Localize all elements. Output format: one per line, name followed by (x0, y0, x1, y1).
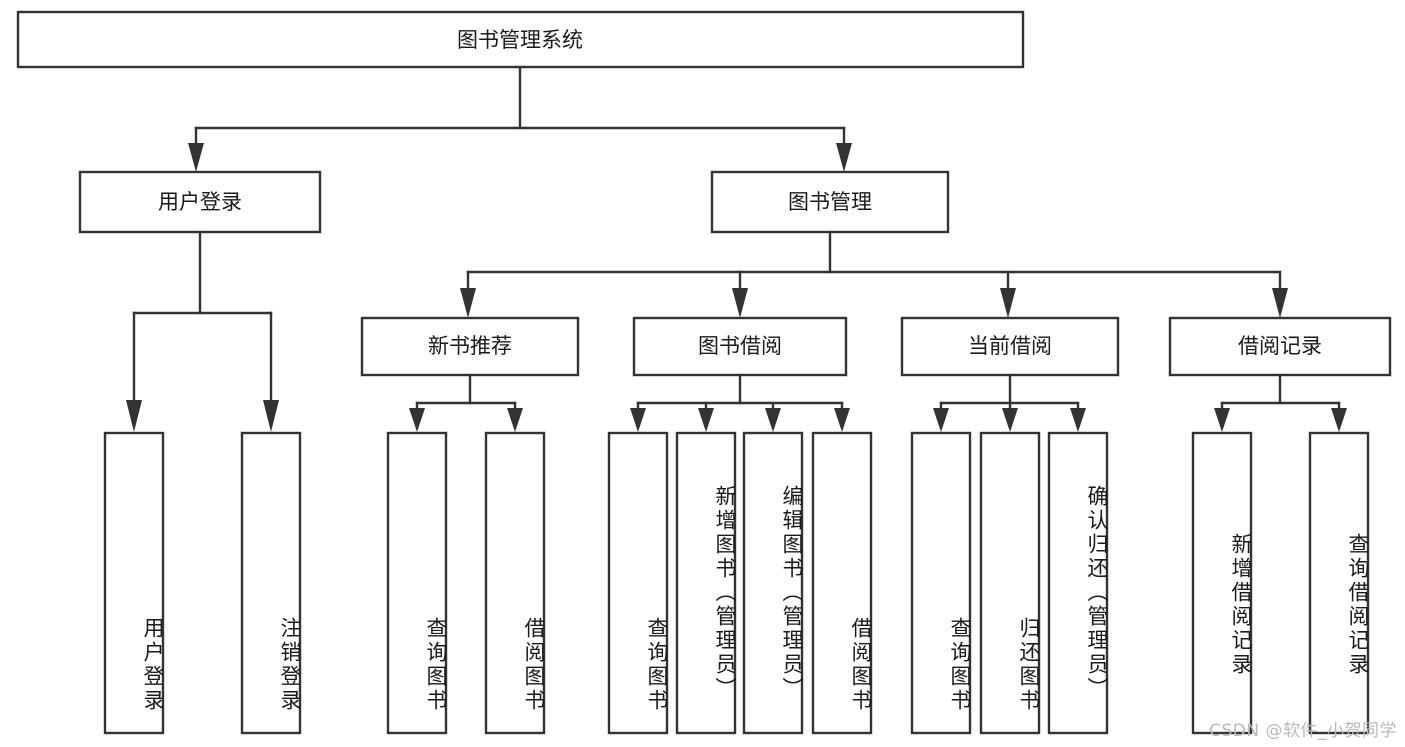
leaf-box-query-books-2[interactable] (607, 431, 669, 735)
arrow-head-icon (126, 400, 142, 432)
node-book-borrow-label: 图书借阅 (698, 334, 782, 358)
arrow-head-icon (836, 143, 852, 172)
leaf-box-add-borrow-record[interactable] (1191, 431, 1253, 735)
node-root-label: 图书管理系统 (457, 28, 583, 52)
node-book-borrow[interactable]: 图书借阅 (632, 316, 848, 377)
connector-current-borrow-to-leaves (933, 373, 1086, 432)
connector-new-book-recommend-to-leaves (409, 373, 523, 432)
leaf-box-edit-book-admin[interactable] (742, 431, 804, 735)
arrow-head-icon (1070, 408, 1086, 432)
node-book-management[interactable]: 图书管理 (710, 170, 950, 234)
node-root-box[interactable] (16, 10, 1025, 69)
node-user-login[interactable]: 用户登录 (78, 170, 322, 234)
node-borrow-record-label: 借阅记录 (1238, 334, 1322, 358)
connector-book-management-to-level3 (460, 230, 1288, 318)
leaf-box-query-books-3[interactable] (910, 431, 972, 735)
arrow-head-icon (1000, 288, 1016, 318)
arrow-head-icon (1331, 408, 1347, 432)
arrow-head-icon (1214, 408, 1230, 432)
arrow-head-icon (409, 408, 425, 432)
node-user-login-label: 用户登录 (158, 190, 242, 214)
node-new-book-recommend-label: 新书推荐 (428, 334, 512, 358)
arrow-head-icon (507, 408, 523, 432)
watermark-text: CSDN @软件_小贺同学 (1209, 721, 1397, 741)
node-current-borrow-box[interactable] (900, 316, 1120, 377)
leaf-box-borrow-books-2[interactable] (811, 431, 873, 735)
leaf-box-add-book-admin[interactable] (675, 431, 737, 735)
leaf-box-query-books-1[interactable] (386, 431, 448, 735)
arrow-head-icon (1272, 288, 1288, 318)
leaf-box-confirm-return-admin[interactable] (1047, 431, 1109, 735)
arrow-head-icon (698, 408, 714, 432)
node-borrow-record[interactable]: 借阅记录 (1168, 316, 1392, 377)
leaf-boxes (103, 431, 1370, 735)
node-current-borrow-label: 当前借阅 (968, 334, 1052, 358)
arrow-head-icon (834, 408, 850, 432)
node-root[interactable]: 图书管理系统 (16, 10, 1025, 69)
leaf-box-query-borrow-record[interactable] (1308, 431, 1370, 735)
arrow-head-icon (188, 143, 204, 172)
connector-book-borrow-to-leaves (630, 373, 850, 432)
node-current-borrow[interactable]: 当前借阅 (900, 316, 1120, 377)
leaf-box-borrow-books-1[interactable] (484, 431, 546, 735)
arrow-head-icon (933, 408, 949, 432)
node-new-book-recommend-box[interactable] (360, 316, 580, 377)
arrow-head-icon (263, 400, 279, 432)
node-new-book-recommend[interactable]: 新书推荐 (360, 316, 580, 377)
arrow-head-icon (630, 408, 646, 432)
leaf-box-return-books[interactable] (979, 431, 1041, 735)
arrow-head-icon (732, 288, 748, 318)
arrow-head-icon (460, 288, 476, 318)
leaf-box-logout[interactable] (240, 431, 302, 735)
node-user-login-box[interactable] (78, 170, 322, 234)
arrow-head-icon (1002, 408, 1018, 432)
arrow-head-icon (765, 408, 781, 432)
connector-user-login-to-leaves (126, 230, 279, 432)
leaf-box-user-login[interactable] (103, 431, 165, 735)
node-book-management-label: 图书管理 (788, 190, 872, 214)
connector-root-to-level2 (188, 65, 852, 172)
connector-borrow-record-to-leaves (1214, 373, 1347, 432)
